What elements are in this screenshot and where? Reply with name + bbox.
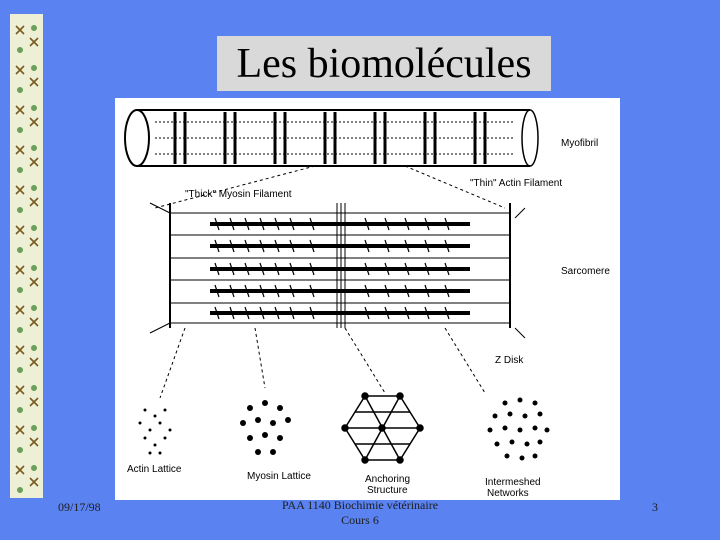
slide-title: Les biomolécules — [236, 40, 532, 87]
label-thick-filament: "Thick" Myosin Filament — [185, 189, 292, 200]
label-intermeshed-2: Networks — [487, 488, 529, 499]
footer-course-line2: Cours 6 — [341, 513, 379, 527]
zoom-lines — [154, 165, 506, 209]
label-thin-filament: "Thin" Actin Filament — [470, 178, 562, 189]
myosin-lattice-drawing — [240, 400, 291, 455]
muscle-structure-figure: Myofibril "Thick" Myosin Filament "Thin"… — [115, 98, 620, 500]
label-anchoring-1: Anchoring — [365, 474, 410, 485]
footer-course-line1: PAA 1140 Biochimie vétérinaire — [281, 498, 439, 512]
label-intermeshed-1: Intermeshed — [485, 477, 541, 488]
muscle-diagram: Myofibril "Thick" Myosin Filament "Thin"… — [124, 109, 610, 499]
label-myofibril: Myofibril — [561, 138, 598, 149]
intermeshed-network-drawing — [487, 397, 550, 461]
myofibril-drawing — [124, 109, 539, 167]
label-anchoring-2: Structure — [367, 485, 408, 496]
actin-lattice-drawing — [138, 408, 172, 455]
label-z-disk: Z Disk — [495, 355, 524, 366]
sarcomere-drawing — [149, 202, 526, 339]
page-number: 3 — [652, 500, 658, 514]
decorative-border — [10, 14, 43, 498]
anchoring-structure-drawing — [341, 392, 424, 464]
leaf-ornament-icon — [15, 25, 39, 493]
footer-date: 09/17/98 — [58, 500, 101, 514]
lattice-callouts — [159, 327, 486, 399]
title-box: Les biomolécules — [217, 36, 551, 91]
footer-course: PAA 1140 Biochimie vétérinaire Cours 6 — [240, 498, 480, 528]
label-myosin-lattice: Myosin Lattice — [247, 471, 311, 482]
label-actin-lattice: Actin Lattice — [127, 464, 182, 475]
label-sarcomere: Sarcomere — [561, 266, 610, 277]
